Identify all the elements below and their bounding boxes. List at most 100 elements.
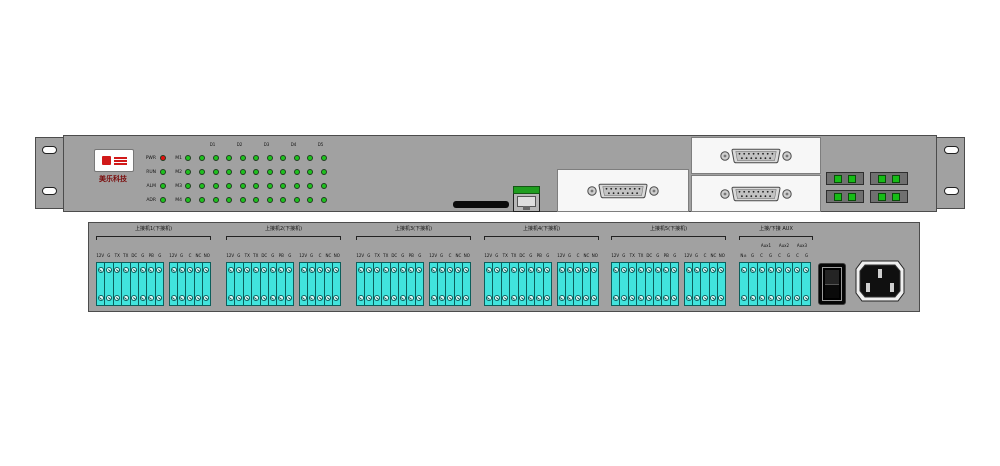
terminal-screw [749,267,756,273]
pin-label: 12V [684,253,693,258]
terminal-screw [139,267,146,273]
terminal [374,263,383,305]
terminal-screw [227,295,234,301]
terminal-screw [519,295,526,301]
pin-label: G [495,253,499,258]
fiber-port-block [826,172,908,203]
terminal-screw [391,267,398,273]
terminal-screw [776,267,783,273]
aux-channel-label: Aux3 [796,243,808,248]
fiber-adapter [826,172,864,185]
mid-led-label: M2 [175,170,182,175]
mid-led [185,197,191,203]
mounting-hole [944,187,959,195]
terminal-screw [519,267,526,273]
pin-label: NC [583,253,590,258]
ethernet-port [513,186,540,212]
pin-label: C [318,253,322,258]
terminal-screw [583,295,590,301]
terminal-screw [261,295,268,301]
terminal [646,263,654,305]
terminal-screw [455,267,462,273]
terminal-screw [710,295,717,301]
channel-led [239,197,246,203]
mounting-hole [42,187,57,195]
aux-group-label: 上接/下接 AUX [759,226,793,232]
terminal-screw [300,295,307,301]
terminal-screw [662,267,669,273]
pin-label: TX [511,253,517,258]
terminal-screw [718,267,725,273]
pin-label: G [440,253,444,258]
terminal [485,263,494,305]
pin-label: TX [629,253,635,258]
terminal-screw [654,295,661,301]
terminal-screw [510,267,517,273]
pin-label: NO [718,253,725,258]
terminal-screw [286,267,293,273]
fiber-adapter [870,172,908,185]
terminal [685,263,694,305]
terminal-screw [535,295,542,301]
pin-label: G [271,253,275,258]
terminal-screw [261,267,268,273]
mounting-hole [42,146,57,154]
channel-led [266,155,273,161]
terminal [391,263,399,305]
terminal-screw [591,267,598,273]
channel-led [307,155,313,161]
terminal-screw [710,267,717,273]
terminal-screw [646,295,653,301]
terminal-screw [803,295,810,301]
terminal-screw [758,267,765,273]
pin-label: G [310,253,314,258]
channel-led [199,155,205,161]
status-led-label: RUN [146,170,156,175]
terminal [510,263,519,305]
terminal-screw [583,267,590,273]
channel-led [212,183,219,189]
terminal [784,263,794,305]
channel-led [320,169,327,175]
terminal [776,263,785,305]
terminal [399,263,408,305]
fiber-port [848,192,856,201]
terminal-screw [399,295,406,301]
brand-name: 美乐科技 [99,175,127,183]
channel-led [320,155,327,161]
channel-led [212,155,219,161]
mid-led-label: M3 [175,184,182,189]
terminal-block [299,262,341,306]
terminal [244,263,253,305]
rack-ear-right [935,137,965,209]
terminal-block [169,262,211,306]
logo-text-icon [113,156,127,165]
terminal-screw [317,267,323,273]
terminal [416,263,423,305]
group-bracket [484,236,599,240]
channel-led [226,183,232,189]
terminal-screw [178,295,185,301]
pin-label: NO [463,253,470,258]
terminal [122,263,131,305]
terminal-block [96,262,164,306]
fiber-port [834,192,842,201]
logo-emblem-icon [101,156,111,165]
terminal [612,263,621,305]
terminal-screw [430,267,437,273]
terminal-screw [637,295,644,301]
terminal-screw [357,267,364,273]
terminal [277,263,286,305]
terminal-block [429,262,471,306]
terminal-screw [382,295,389,301]
pin-label: N± [740,253,747,258]
pin-label: 12V [484,253,493,258]
